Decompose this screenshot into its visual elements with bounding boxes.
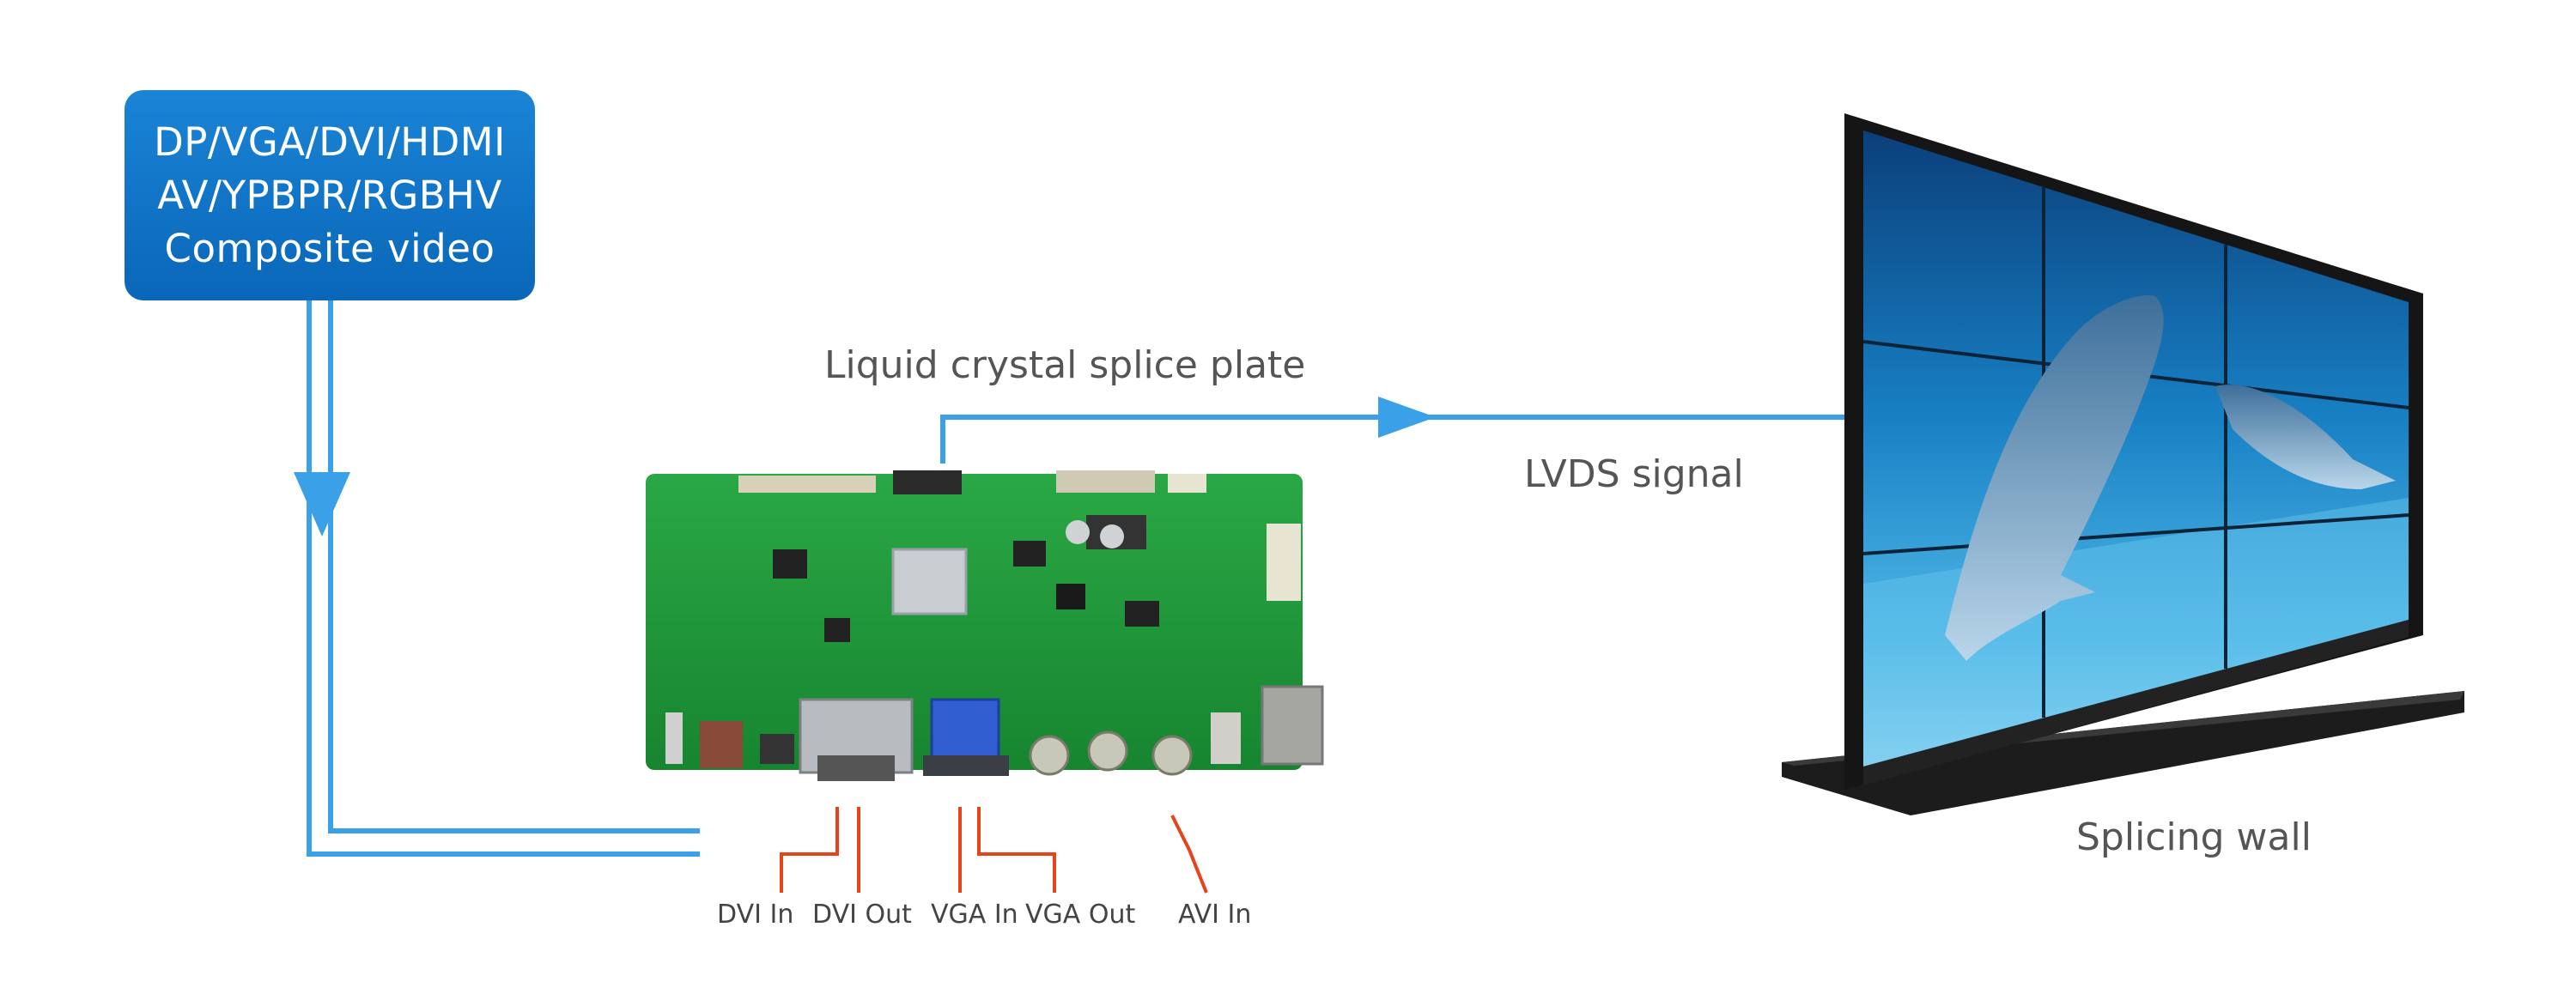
port-label-dvi-in: DVI In [717,900,794,930]
lvds-signal-line [940,415,1846,464]
splice-plate-label: Liquid crystal splice plate [824,343,1306,387]
right-arrow-icon [1378,397,1436,438]
splicing-wall [1782,113,2464,815]
splicing-wall-label: Splicing wall [2076,815,2312,859]
source-line-3: Composite video [164,225,495,271]
port-label-vga-in: VGA In [931,900,1018,930]
port-label-avi-in: AVI In [1178,900,1252,930]
source-feed-lines [307,300,700,857]
port-callout-lines [780,807,1208,894]
dolphin-large [1945,295,2164,661]
source-line-2: AV/YPBPR/RGBHV [157,172,502,218]
lvds-signal-label: LVDS signal [1524,452,1744,496]
driver-board [646,470,1324,781]
source-line-1: DP/VGA/DVI/HDMI [154,118,506,165]
port-label-vga-out: VGA Out [1025,900,1136,930]
port-label-dvi-out: DVI Out [812,900,912,930]
dolphin-small [2215,385,2396,489]
down-arrow-icon [294,472,350,536]
input-sources-box: DP/VGA/DVI/HDMI AV/YPBPR/RGBHV Composite… [125,90,535,300]
